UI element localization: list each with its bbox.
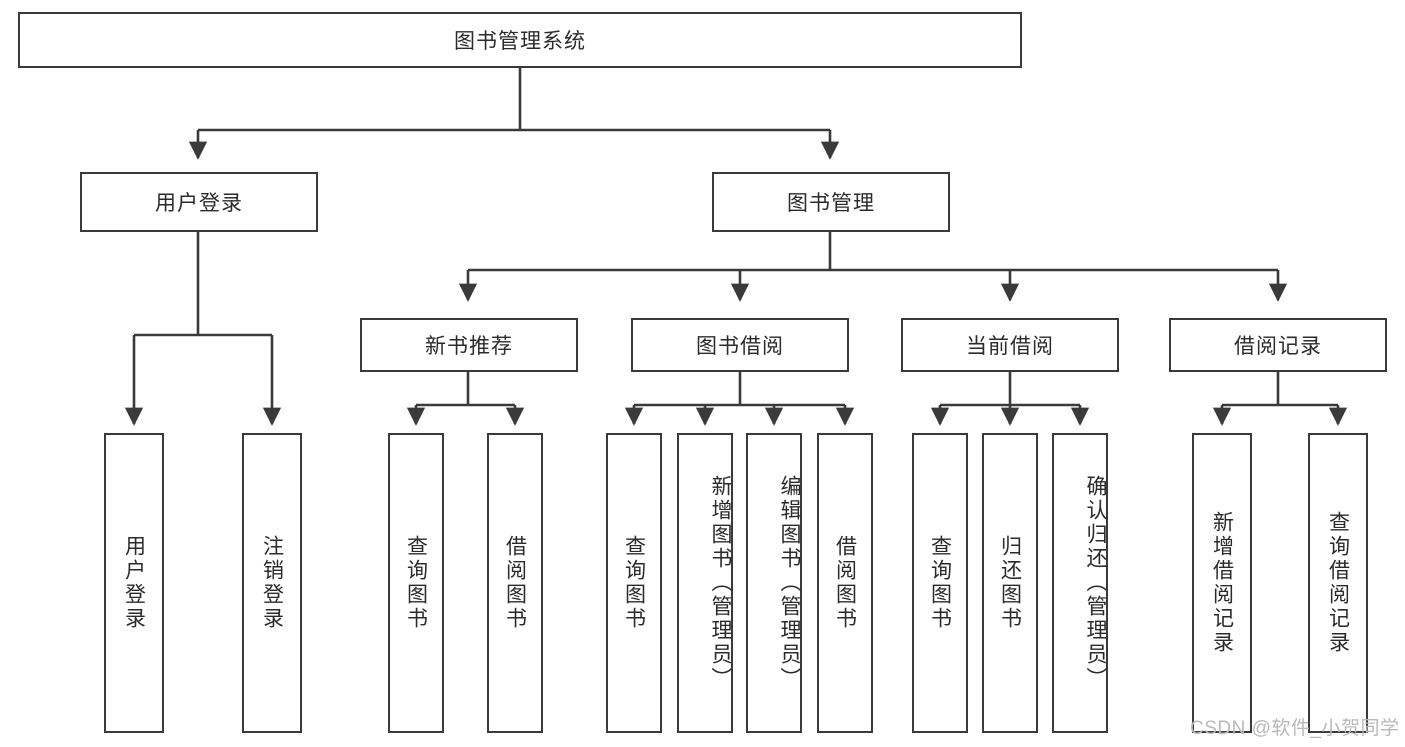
leaf-edit-book-admin[interactable]: 编辑图书（管理员） xyxy=(746,433,802,733)
leaf-confirm-return-admin[interactable]: 确认归还（管理员） xyxy=(1052,433,1108,733)
leaf-add-book-admin[interactable]: 新增图书（管理员） xyxy=(677,433,733,733)
node-new-book-recommendation[interactable]: 新书推荐 xyxy=(360,318,578,372)
node-current-borrow[interactable]: 当前借阅 xyxy=(901,318,1119,372)
node-book-borrow[interactable]: 图书借阅 xyxy=(631,318,849,372)
leaf-borrow-book-borrow[interactable]: 借阅图书 xyxy=(817,433,873,733)
leaf-query-book-borrow[interactable]: 查询图书 xyxy=(606,433,662,733)
leaf-user-login[interactable]: 用户登录 xyxy=(104,433,164,733)
node-root-system[interactable]: 图书管理系统 xyxy=(18,12,1022,68)
leaf-borrow-book-recommendation[interactable]: 借阅图书 xyxy=(487,433,543,733)
node-user-login[interactable]: 用户登录 xyxy=(80,172,318,232)
leaf-add-borrow-record[interactable]: 新增借阅记录 xyxy=(1192,433,1252,733)
leaf-query-borrow-record[interactable]: 查询借阅记录 xyxy=(1308,433,1368,733)
leaf-return-book[interactable]: 归还图书 xyxy=(982,433,1038,733)
leaf-query-book-recommendation[interactable]: 查询图书 xyxy=(388,433,444,733)
leaf-query-book-current[interactable]: 查询图书 xyxy=(912,433,968,733)
node-book-management[interactable]: 图书管理 xyxy=(712,172,950,232)
csdn-watermark: CSDN @软件_小贺同学 xyxy=(1190,718,1400,739)
node-borrow-record[interactable]: 借阅记录 xyxy=(1169,318,1387,372)
leaf-logout[interactable]: 注销登录 xyxy=(242,433,302,733)
